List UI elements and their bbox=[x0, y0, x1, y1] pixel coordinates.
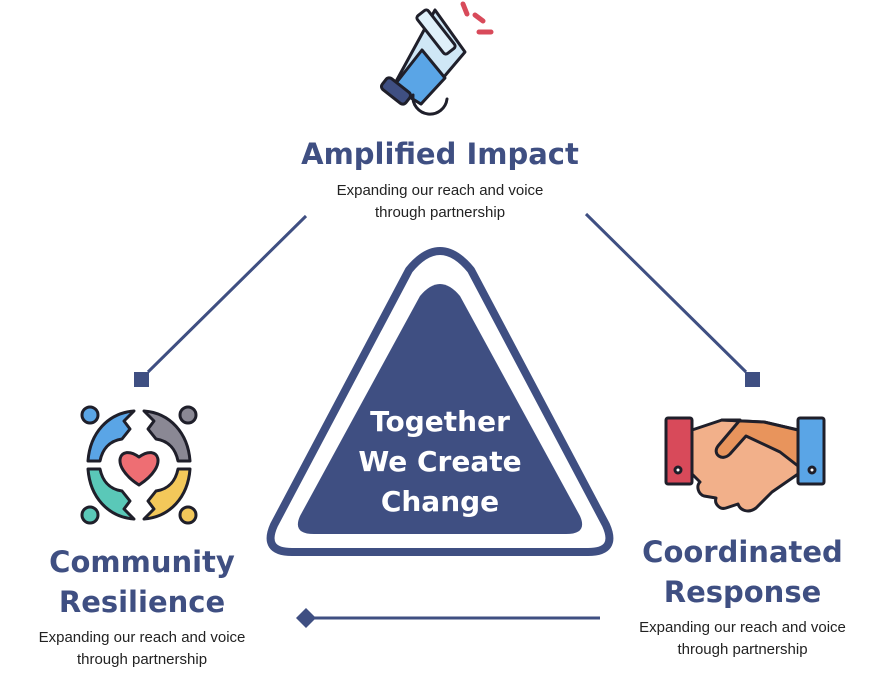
center-message-line1: Together bbox=[370, 405, 510, 438]
right-node-title-line2: Response bbox=[663, 575, 822, 609]
center-message-line2: We Create bbox=[358, 445, 522, 478]
right-node-desc-line2: through partnership bbox=[677, 641, 808, 658]
handshake-icon bbox=[664, 416, 826, 513]
top-node-desc-line1: Expanding our reach and voice bbox=[336, 182, 544, 199]
center-triangle bbox=[297, 284, 583, 534]
left-node-desc-line2: through partnership bbox=[76, 651, 208, 668]
connector-top-right-marker bbox=[745, 372, 760, 387]
megaphone-icon bbox=[379, 1, 494, 116]
community-heart-icon bbox=[80, 405, 198, 525]
right-node-desc-line1: Expanding our reach and voice bbox=[639, 619, 846, 636]
top-node-desc-line2: through partnership bbox=[374, 204, 506, 221]
center-message: Together We Create Change bbox=[330, 402, 550, 522]
connector-top-left bbox=[146, 214, 308, 374]
connector-top-left-marker bbox=[134, 372, 149, 387]
center-message-line3: Change bbox=[380, 485, 500, 518]
left-node-title-line1: Community bbox=[49, 545, 235, 579]
top-node-title: Amplified Impact bbox=[301, 137, 579, 171]
connector-top-right bbox=[584, 212, 748, 374]
left-node-title-line2: Resilience bbox=[58, 585, 226, 619]
center-triangle-outline bbox=[266, 247, 614, 556]
connector-right-left-arrowhead bbox=[296, 608, 316, 628]
right-node-title-line1: Coordinated bbox=[642, 535, 843, 569]
left-node-desc-line1: Expanding our reach and voice bbox=[38, 629, 246, 646]
